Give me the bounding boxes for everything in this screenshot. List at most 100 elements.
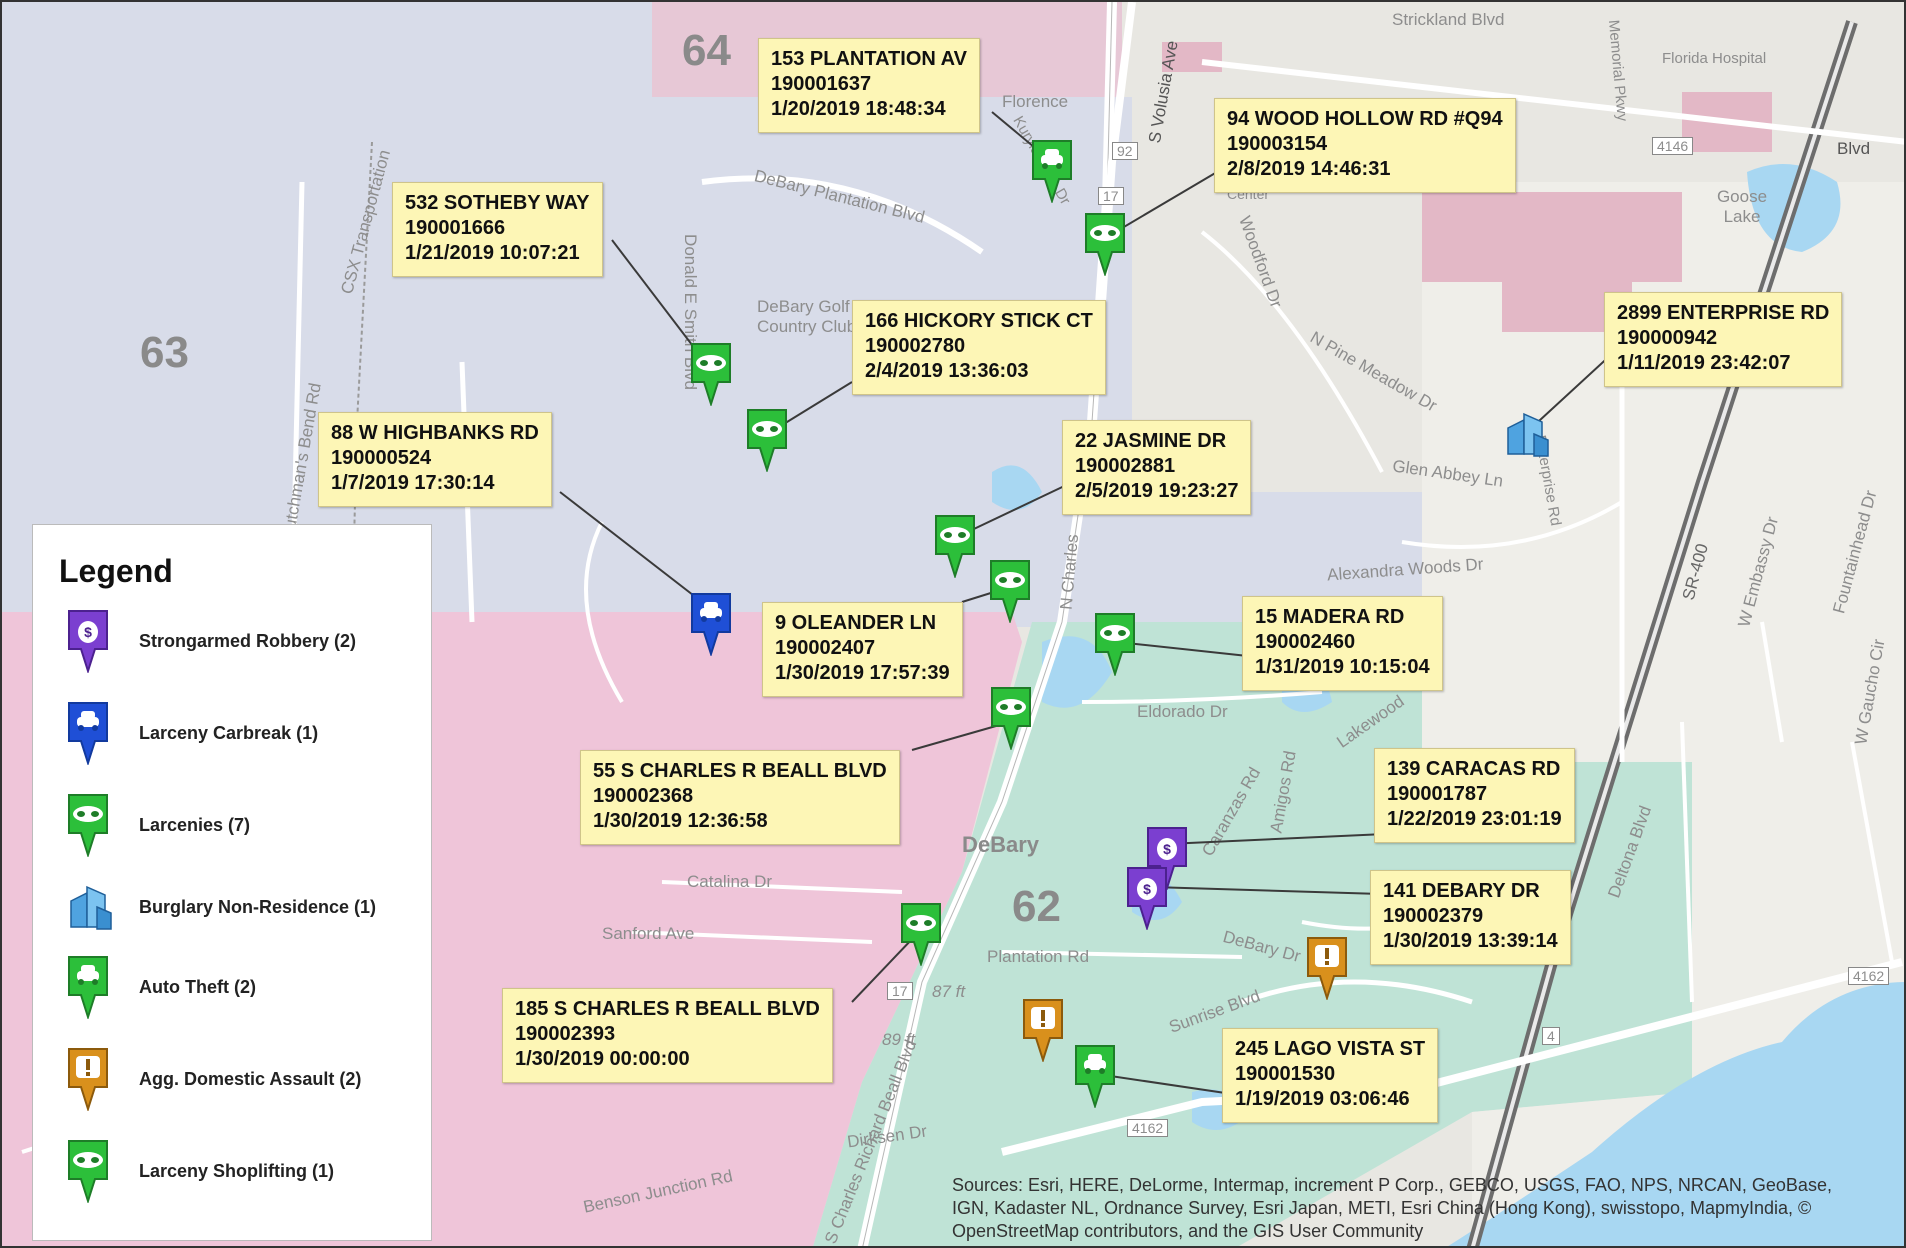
callout-datetime: 2/4/2019 13:36:03 <box>865 360 1029 382</box>
street-label: 87 ft <box>932 982 966 1001</box>
legend-item-label: Larcenies (7) <box>139 815 251 835</box>
incident-callout: 55 S CHARLES R BEALL BLVD 190002368 1/30… <box>580 750 900 845</box>
callout-address: 139 CARACAS RD <box>1387 758 1561 780</box>
legend-item-larcenies: Larcenies (7) <box>65 791 425 861</box>
callout-datetime: 1/30/2019 12:36:58 <box>593 810 768 832</box>
callout-address: 22 JASMINE DR <box>1075 430 1227 452</box>
larceny-pin[interactable] <box>1092 610 1138 676</box>
incident-callout: 2899 ENTERPRISE RD 190000942 1/11/2019 2… <box>1604 292 1843 387</box>
callout-address: 94 WOOD HOLLOW RD #Q94 <box>1227 108 1503 130</box>
street-label: Catalina Dr <box>687 872 773 891</box>
incident-callout: 22 JASMINE DR 190002881 2/5/2019 19:23:2… <box>1062 420 1252 515</box>
svg-text:$: $ <box>1163 841 1171 857</box>
route-shield: 17 <box>887 982 913 1000</box>
callout-address: 166 HICKORY STICK CT <box>865 310 1093 332</box>
route-shield: 4146 <box>1652 137 1694 155</box>
route-shield: 17 <box>1098 187 1124 205</box>
callout-case-number: 190002393 <box>515 1023 616 1045</box>
zone-label-63: 63 <box>140 328 189 377</box>
money-bag-icon: $ <box>68 610 108 675</box>
callout-address: 141 DEBARY DR <box>1383 880 1540 902</box>
legend-item-burglary-non-residence: Burglary Non-Residence (1) <box>65 883 425 953</box>
incident-callout: 139 CARACAS RD 190001787 1/22/2019 23:01… <box>1374 748 1575 843</box>
callout-address: 88 W HIGHBANKS RD <box>331 422 539 444</box>
legend-item-label: Strongarmed Robbery (2) <box>139 631 357 651</box>
street-label: Blvd <box>1837 139 1871 158</box>
strongarmed-robbery-pin[interactable]: $ <box>1124 864 1170 930</box>
buildings-icon <box>70 885 112 930</box>
route-shield: 92 <box>1112 142 1138 160</box>
map-attribution: Sources: Esri, HERE, DeLorme, Intermap, … <box>952 1175 1832 1241</box>
larceny-pin[interactable] <box>988 684 1034 750</box>
auto-theft-pin[interactable] <box>1029 137 1075 203</box>
street-label: Florida Hospital <box>1662 50 1767 67</box>
larceny-pin[interactable] <box>932 512 978 578</box>
larceny-pin[interactable] <box>688 340 734 406</box>
callout-case-number: 190001530 <box>1235 1063 1336 1085</box>
street-label: Strickland Blvd <box>1392 10 1505 29</box>
agg-domestic-assault-pin[interactable] <box>1020 996 1066 1062</box>
callout-case-number: 190001637 <box>771 73 872 95</box>
car-icon <box>68 702 108 767</box>
callout-case-number: 190002368 <box>593 785 694 807</box>
callout-address: 185 S CHARLES R BEALL BLVD <box>515 998 820 1020</box>
larceny-pin[interactable] <box>1082 210 1128 276</box>
callout-case-number: 190001787 <box>1387 783 1488 805</box>
callout-address: 245 LAGO VISTA ST <box>1235 1038 1426 1060</box>
callout-datetime: 1/30/2019 17:57:39 <box>775 662 950 684</box>
larceny-carbreak-pin[interactable] <box>688 590 734 656</box>
callout-case-number: 190002780 <box>865 335 966 357</box>
incident-callout: 245 LAGO VISTA ST 190001530 1/19/2019 03… <box>1222 1028 1439 1123</box>
legend-item-auto-theft: Auto Theft (2) <box>65 953 425 1023</box>
callout-address: 9 OLEANDER LN <box>775 612 937 634</box>
incident-callout: 185 S CHARLES R BEALL BLVD 190002393 1/3… <box>502 988 833 1083</box>
mask-icon <box>68 794 108 859</box>
legend-item-label: Larceny Carbreak (1) <box>139 723 319 743</box>
larceny-pin[interactable] <box>987 557 1033 623</box>
callout-address: 532 SOTHEBY WAY <box>405 192 590 214</box>
svg-text:$: $ <box>1143 881 1151 897</box>
legend-title: Legend <box>59 553 173 589</box>
callout-address: 153 PLANTATION AV <box>771 48 967 70</box>
legend-item-label: Burglary Non-Residence (1) <box>139 897 377 917</box>
route-shield: 4 <box>1542 1027 1560 1045</box>
callout-datetime: 1/30/2019 00:00:00 <box>515 1048 690 1070</box>
auto-theft-pin[interactable] <box>1072 1042 1118 1108</box>
callout-datetime: 1/19/2019 03:06:46 <box>1235 1088 1410 1110</box>
callout-datetime: 1/21/2019 10:07:21 <box>405 242 580 264</box>
legend-item-agg-domestic-assault: Agg. Domestic Assault (2) <box>65 1045 425 1115</box>
burglary-non-residence-pin[interactable] <box>1502 410 1552 460</box>
incident-callout: 153 PLANTATION AV 190001637 1/20/2019 18… <box>758 38 980 133</box>
street-label: Goose Lake <box>1716 187 1768 226</box>
legend-item-larceny-shoplifting: Larceny Shoplifting (1) <box>65 1137 425 1207</box>
callout-case-number: 190002407 <box>775 637 876 659</box>
larceny-shoplifting-pin[interactable] <box>898 900 944 966</box>
callout-datetime: 1/20/2019 18:48:34 <box>771 98 946 120</box>
incident-callout: 94 WOOD HOLLOW RD #Q94 190003154 2/8/201… <box>1214 98 1516 193</box>
zone-label-62: 62 <box>1012 882 1061 931</box>
street-label: DeBary Golf Country Club <box>757 297 857 336</box>
street-label: Plantation Rd <box>987 947 1090 966</box>
larceny-pin[interactable] <box>744 406 790 472</box>
svg-text:$: $ <box>84 624 92 640</box>
strongarmed-robbery-pin[interactable]: $ <box>1144 824 1190 890</box>
callout-datetime: 1/31/2019 10:15:04 <box>1255 656 1430 678</box>
callout-case-number: 190000524 <box>331 447 432 469</box>
street-label: Sanford Ave <box>602 924 695 943</box>
legend-item-label: Agg. Domestic Assault (2) <box>139 1069 362 1089</box>
callout-address: 15 MADERA RD <box>1255 606 1405 628</box>
callout-datetime: 2/8/2019 14:46:31 <box>1227 158 1391 180</box>
zone-label-64: 64 <box>682 26 731 75</box>
callout-datetime: 1/11/2019 23:42:07 <box>1617 352 1791 374</box>
callout-datetime: 1/7/2019 17:30:14 <box>331 472 495 494</box>
street-label: 89 ft <box>882 1030 916 1049</box>
callout-datetime: 2/5/2019 19:23:27 <box>1075 480 1239 502</box>
callout-datetime: 1/22/2019 23:01:19 <box>1387 808 1562 830</box>
incident-callout: 532 SOTHEBY WAY 190001666 1/21/2019 10:0… <box>392 182 603 277</box>
callout-address: 2899 ENTERPRISE RD <box>1617 302 1830 324</box>
agg-domestic-assault-pin[interactable] <box>1304 934 1350 1000</box>
route-shield: 4162 <box>1127 1119 1169 1137</box>
car-icon <box>68 956 108 1021</box>
street-label: Eldorado Dr <box>1137 702 1228 721</box>
